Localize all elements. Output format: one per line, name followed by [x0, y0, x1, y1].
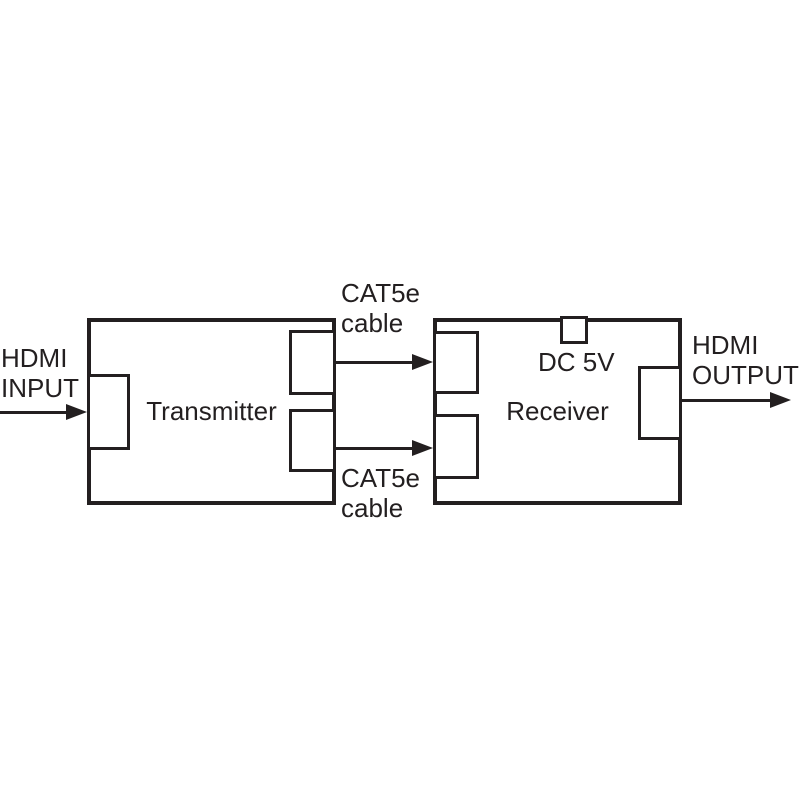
hdmi-input-arrow-line: [0, 411, 67, 414]
hdmi-input-label: HDMI INPUT: [1, 343, 79, 403]
receiver-cat5e-port-top: [433, 331, 479, 394]
cat5e-cable-top-label-line1: CAT5e: [341, 278, 420, 308]
receiver-cat5e-port-bottom: [433, 414, 479, 479]
hdmi-output-arrow-line: [680, 399, 771, 402]
hdmi-output-label: HDMI OUTPUT: [692, 330, 799, 390]
cat5e-cable-bottom-arrow-line: [334, 447, 413, 450]
cat5e-cable-top-arrow-line: [334, 361, 413, 364]
hdmi-output-port: [638, 366, 682, 440]
receiver-label: Receiver: [506, 396, 609, 426]
cat5e-cable-bottom-label-line1: CAT5e: [341, 463, 420, 493]
transmitter-cat5e-port-top: [289, 330, 336, 395]
hdmi-output-label-line2: OUTPUT: [692, 360, 799, 390]
hdmi-output-label-line1: HDMI: [692, 330, 759, 360]
hdmi-input-label-line2: INPUT: [1, 373, 79, 403]
hdmi-input-port: [87, 374, 130, 450]
cat5e-cable-bottom-arrowhead-icon: [412, 440, 433, 456]
cat5e-cable-bottom-label-line2: cable: [341, 493, 404, 523]
transmitter-label: Transmitter: [146, 396, 277, 426]
cat5e-cable-bottom-label: CAT5e cable: [341, 463, 420, 523]
cat5e-cable-top-arrowhead-icon: [412, 354, 433, 370]
hdmi-input-label-line1: HDMI: [1, 343, 68, 373]
cat5e-cable-top-label-line2: cable: [341, 308, 404, 338]
dc-power-label: DC 5V: [538, 347, 615, 377]
hdmi-input-arrowhead-icon: [66, 404, 87, 420]
transmitter-cat5e-port-bottom: [289, 409, 336, 472]
cat5e-cable-top-label: CAT5e cable: [341, 278, 420, 338]
hdmi-output-arrowhead-icon: [770, 392, 791, 408]
dc-power-port: [560, 316, 588, 344]
